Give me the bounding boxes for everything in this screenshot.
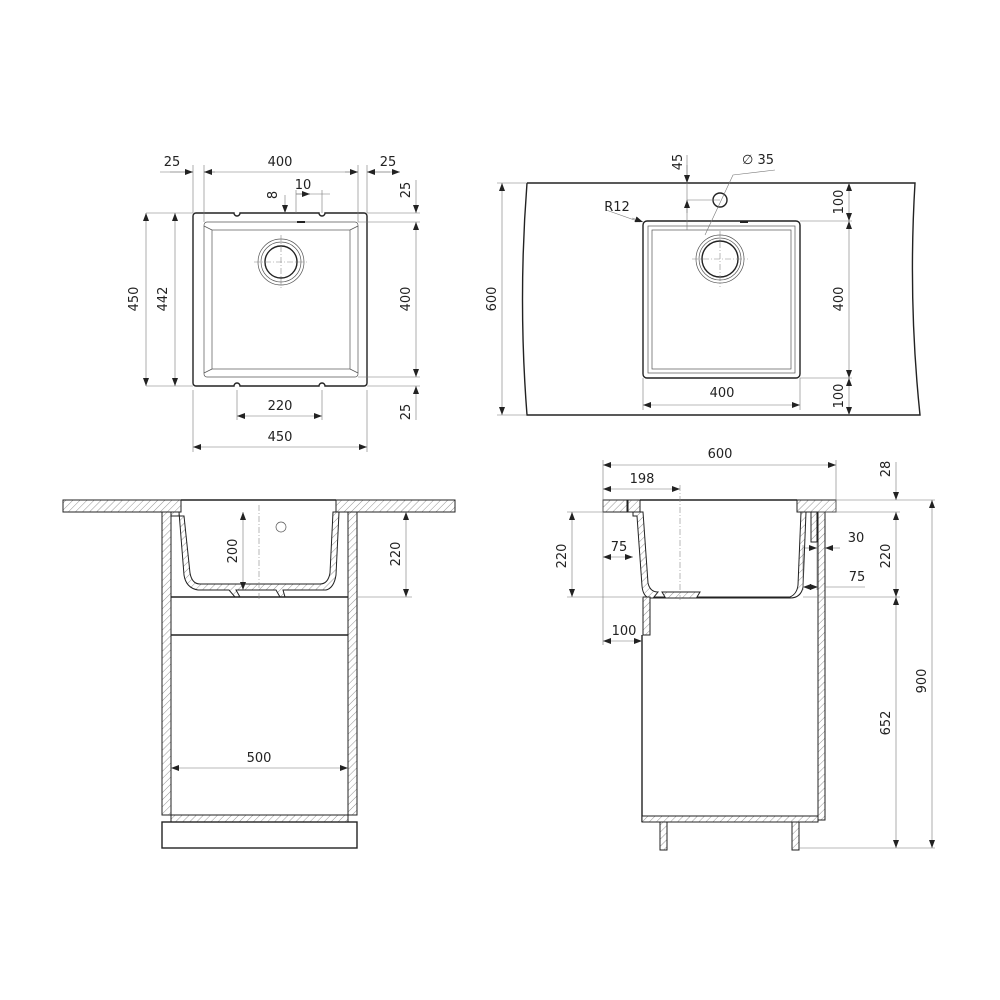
countertop-back [796, 499, 837, 513]
dim-right-inner: 400 [399, 287, 414, 312]
countertop-right [335, 499, 456, 513]
plinth [161, 821, 358, 849]
dim-tap-offset: 10 [295, 178, 312, 193]
dim-front-gap: 100 [832, 190, 847, 215]
dim-tap-hole: ∅ 35 [742, 153, 774, 168]
leg-back [791, 821, 800, 851]
front-rail [642, 596, 651, 636]
cabinet-bottom [170, 814, 349, 823]
dim-back-gap: 100 [832, 384, 847, 409]
dim-total-height: 900 [915, 669, 930, 694]
cabinet-right-wall [347, 511, 358, 816]
back-rail [810, 511, 818, 543]
overflow-icon [275, 521, 287, 533]
dim-cabinet-height: 652 [879, 711, 894, 736]
sink-bowl-section [170, 511, 340, 598]
dim-front-75: 75 [611, 540, 628, 555]
dim-right-margin: 25 [380, 155, 397, 170]
cutout-outline [642, 220, 801, 379]
cabinet-left-wall [161, 511, 172, 816]
sink-outline [192, 212, 368, 387]
dim-right-bottom: 25 [399, 404, 414, 421]
dim-clip-spacing: 220 [268, 399, 293, 414]
dim-depth: 600 [708, 447, 733, 462]
dim-total-depth: 220 [389, 542, 404, 567]
sink-bowl-section [632, 511, 807, 599]
dim-tap-distance: 45 [671, 154, 686, 171]
sink-top-view: 25 400 25 10 8 450 442 25 400 25 220 450 [127, 155, 420, 452]
side-section-view: 600 198 28 220 652 900 220 75 100 30 75 [555, 447, 935, 851]
countertop-outline [521, 182, 921, 416]
dim-counter-depth: 600 [485, 287, 500, 312]
drain-icon [692, 231, 748, 287]
dim-back-30: 30 [848, 531, 865, 546]
countertop-left [62, 499, 182, 513]
front-section-view: 200 220 500 [62, 499, 456, 849]
dim-back-75: 75 [849, 570, 866, 585]
dim-bowl-depth: 200 [226, 539, 241, 564]
cabinet-back-wall [817, 511, 826, 821]
dim-height-442: 442 [156, 287, 171, 312]
drain-icon [254, 235, 308, 289]
countertop-front [602, 499, 628, 513]
leg-front [659, 821, 668, 851]
dim-front-100: 100 [612, 624, 637, 639]
dim-sink-depth-left: 220 [555, 544, 570, 569]
dim-cutout-height: 400 [832, 287, 847, 312]
cabinet-bottom [641, 815, 819, 823]
dim-sink-depth-right: 220 [879, 544, 894, 569]
dim-outer-height: 450 [127, 287, 142, 312]
dim-right-top: 25 [399, 182, 414, 199]
dim-left-margin: 25 [164, 155, 181, 170]
dim-tap-depth: 8 [266, 191, 281, 199]
dim-outer-width: 450 [268, 430, 293, 445]
dim-front-offset: 198 [630, 472, 655, 487]
dim-corner-radius: R12 [604, 200, 630, 215]
dim-inner-width: 400 [268, 155, 293, 170]
dim-cutout-width: 400 [710, 386, 735, 401]
countertop-cutout-view: 600 45 ∅ 35 R12 100 400 100 400 [485, 153, 921, 416]
dim-counter-thickness: 28 [879, 461, 894, 478]
dim-cabinet-inner: 500 [247, 751, 272, 766]
